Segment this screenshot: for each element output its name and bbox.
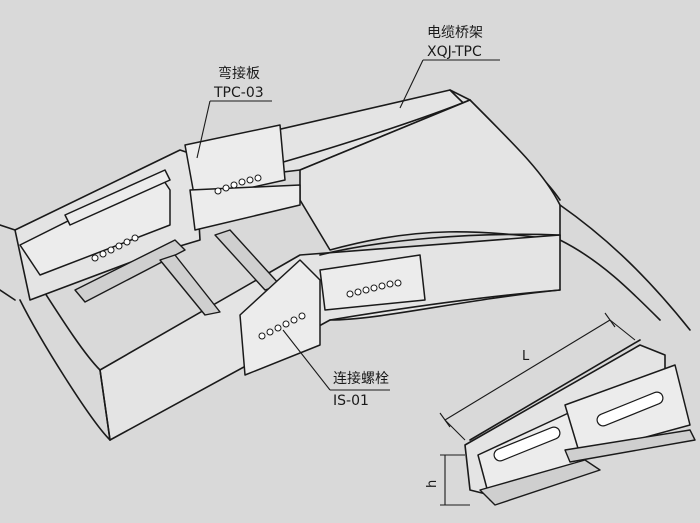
- bolt-name-label: 连接螺栓: [333, 370, 389, 387]
- bolt-holes-lower-left: [258, 312, 306, 340]
- detail-inset: [439, 312, 696, 506]
- bolt-code-label: IS-01: [333, 393, 369, 409]
- bend-plate-name-label: 弯接板: [218, 65, 260, 82]
- bolt-holes-upper-right: [214, 174, 262, 195]
- tray-code-label: XQJ-TPC: [427, 44, 482, 60]
- tray-rungs: [74, 229, 281, 316]
- bend-plate-upper: [19, 124, 301, 276]
- dimension-length-label: L: [522, 349, 530, 364]
- tray-name-label: 电缆桥架: [427, 25, 483, 41]
- bolt-holes-upper-left: [91, 234, 139, 262]
- bend-plate-lower: [239, 254, 426, 376]
- bend-plate-code-label: TPC-03: [213, 85, 264, 101]
- bolt-holes-lower-right: [346, 279, 402, 298]
- dimension-height-label: h: [425, 480, 440, 488]
- leader-lines: [196, 59, 500, 391]
